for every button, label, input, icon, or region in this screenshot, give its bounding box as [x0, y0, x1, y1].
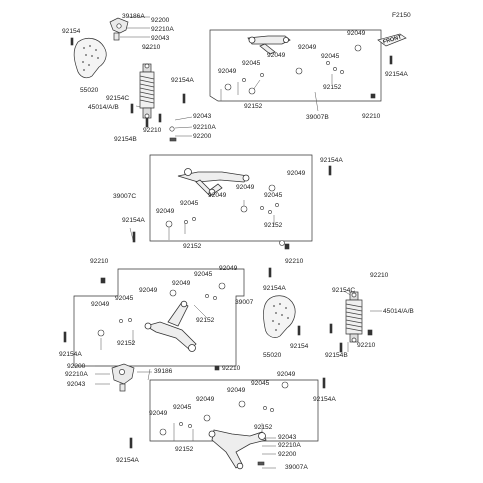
part-label: 92152: [196, 317, 215, 324]
brake-disc-top: [73, 37, 107, 79]
part-label: 92210A: [193, 124, 216, 131]
part-label: 92210A: [65, 371, 88, 378]
part-label: 55020: [263, 352, 282, 359]
part-label: 92152: [244, 103, 263, 110]
part-label: 92154A: [59, 351, 82, 358]
part-label: 92049: [227, 387, 246, 394]
part-label: 92049: [91, 301, 110, 308]
part-label: 92049: [219, 265, 238, 272]
part-label: 92049: [156, 208, 175, 215]
part-label: 92154A: [313, 396, 336, 403]
part-label: 92154A: [171, 77, 194, 84]
part-label: 92049: [196, 396, 215, 403]
part-label: 92154A: [385, 71, 408, 78]
part-label: 92152: [183, 243, 202, 250]
part-label: 92045: [115, 295, 134, 302]
part-label: 92154: [62, 28, 81, 35]
part-label: 92154B: [325, 352, 348, 359]
part-label: 92200: [67, 363, 86, 370]
part-label: 92154B: [114, 136, 137, 143]
part-label: 45014/A/B: [383, 308, 414, 315]
part-label: 92152: [323, 84, 342, 91]
front-direction-arrow: [377, 33, 407, 47]
part-label: 92045: [180, 200, 199, 207]
arm-upper-right: [247, 35, 291, 55]
part-label: 92045: [194, 271, 213, 278]
part-label: 92043: [193, 113, 212, 120]
part-label: 92049: [298, 44, 317, 51]
shock-absorber-top: [139, 63, 155, 119]
part-label: 92210: [90, 258, 109, 265]
brake-disc-right: [263, 295, 296, 338]
part-label: 92210A: [151, 26, 174, 33]
part-label: 92210: [143, 127, 162, 134]
part-label: 92152: [254, 424, 273, 431]
part-label: 92154A: [263, 285, 286, 292]
part-label: 92049: [208, 192, 227, 199]
part-label: 39007B: [306, 114, 329, 121]
part-label: 92200: [278, 451, 297, 458]
part-label: 92049: [277, 371, 296, 378]
part-label: 92210: [357, 342, 376, 349]
assembly-frame-39007c: [149, 154, 313, 242]
assembly-frame-39007b: [209, 29, 382, 102]
arm-middle: [177, 168, 250, 197]
part-label: 39007A: [285, 464, 308, 471]
part-label: 92049: [236, 184, 255, 191]
part-label: 92049: [267, 52, 286, 59]
part-label: 92200: [151, 17, 170, 24]
part-label: 92045: [173, 404, 192, 411]
part-label: 92152: [175, 446, 194, 453]
part-label: 92210A: [278, 442, 301, 449]
part-label: 55020: [80, 87, 99, 94]
part-label: 92210: [142, 44, 161, 51]
knuckle-bracket-bottom: [111, 363, 135, 392]
part-label: 92045: [264, 192, 283, 199]
part-label: 92043: [278, 434, 297, 441]
part-label: 92152: [264, 222, 283, 229]
part-label: 92049: [139, 287, 158, 294]
part-label: 92045: [242, 60, 261, 67]
knuckle-bracket-top: [109, 17, 129, 41]
part-label: 45014/A/B: [88, 104, 119, 111]
part-label: 92154C: [332, 287, 356, 294]
part-label: 92049: [218, 68, 237, 75]
arm-lower-left: [144, 300, 197, 352]
diagram-code: F2150: [392, 12, 411, 19]
part-label: 92210: [285, 258, 304, 265]
small-fasteners: [70, 37, 186, 142]
assembly-frame-39007a: [149, 379, 319, 442]
part-label: 92043: [151, 35, 170, 42]
part-label: 92210: [222, 365, 241, 372]
part-label: 92049: [287, 170, 306, 177]
part-label: 39007: [235, 299, 254, 306]
part-label: 92049: [172, 280, 191, 287]
part-label: 39186: [154, 368, 173, 375]
part-label: 92045: [251, 380, 270, 387]
part-label: 39186A: [122, 13, 145, 20]
part-label: 92043: [67, 381, 86, 388]
part-label: 92152: [117, 340, 136, 347]
part-label: 39007C: [113, 193, 137, 200]
part-label: 92210: [362, 113, 381, 120]
part-label: 92154: [290, 343, 309, 350]
shock-absorber-right: [345, 291, 363, 343]
part-label: 92154A: [122, 217, 145, 224]
part-label: 92049: [149, 410, 168, 417]
arm-lower-right: [208, 429, 267, 470]
part-label: 92154A: [116, 457, 139, 464]
part-label: 92210: [370, 272, 389, 279]
part-label: 92200: [193, 133, 212, 140]
part-label: 92045: [321, 53, 340, 60]
part-label: 92049: [347, 30, 366, 37]
part-label: 92154C: [106, 95, 130, 102]
assembly-frame-39007: [73, 268, 245, 367]
part-label: 92154A: [320, 157, 343, 164]
